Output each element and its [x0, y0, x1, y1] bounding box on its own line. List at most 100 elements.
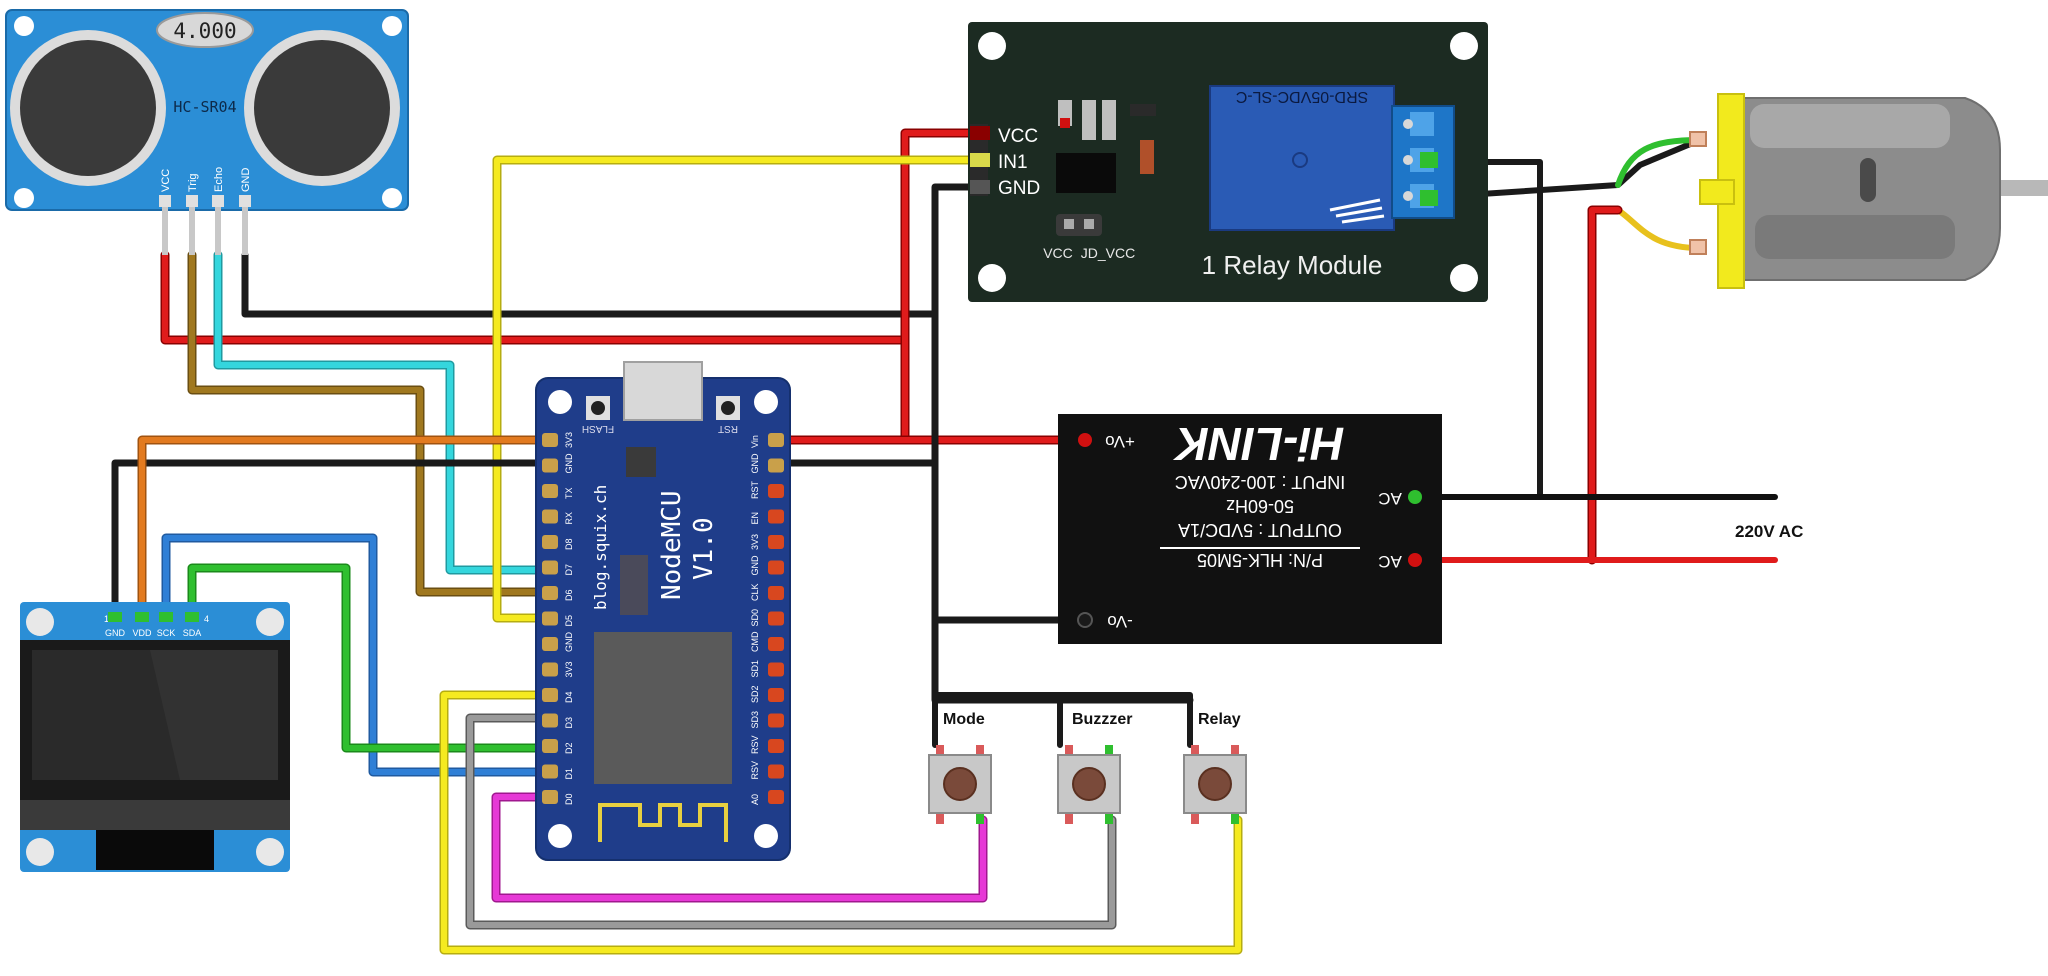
left-pin-label: RX	[564, 512, 574, 525]
wire-motor-yellow	[1615, 207, 1703, 251]
push-button-relay[interactable]: Relay	[1183, 711, 1247, 824]
oled-pin-pad	[135, 612, 149, 622]
pin-header	[542, 484, 558, 498]
sensor-pin-pad	[159, 195, 171, 207]
left-pin-label: 3V3	[564, 432, 574, 448]
pin-header	[768, 662, 784, 677]
pin-header	[768, 713, 784, 728]
button-cap[interactable]	[943, 767, 977, 801]
left-pin-label: D5	[564, 615, 574, 627]
psu-ac2: AC	[1378, 552, 1402, 571]
push-button-mode[interactable]: Mode	[928, 711, 992, 824]
sensor-model: HC-SR04	[173, 98, 236, 116]
wire-button-gnd-bus	[932, 692, 1193, 748]
push-button-label: Relay	[1198, 711, 1241, 728]
sensor-pin-leg	[242, 207, 248, 255]
pin-header	[542, 662, 558, 677]
pin-header	[542, 790, 558, 804]
right-pin-label: SD2	[750, 685, 760, 703]
sensor-pin-label: Trig	[187, 173, 199, 192]
nodemcu-site: blog.squix.ch	[591, 485, 610, 610]
esp-module	[594, 632, 732, 784]
left-pin-label: D0	[564, 793, 574, 805]
pin-header	[542, 433, 558, 447]
psu-vo-plus: +Vo	[1105, 432, 1135, 451]
mains-label: 220V AC	[1735, 522, 1803, 541]
relay-module: VCC JD_VCC SRD-05VDC-SL-C VCC IN1 GND 1 …	[968, 22, 1488, 302]
right-pin-label: GND	[750, 453, 760, 474]
psu-input: INPUT : 100-240VAC	[1175, 472, 1345, 492]
pin-header	[768, 509, 784, 524]
nodemcu-right-pins: VinGNDRSTEN3V3GNDCLKSD0CMDSD1SD2SD3RSVRS…	[750, 433, 784, 805]
psu-ac1: AC	[1378, 489, 1402, 508]
pin-header	[542, 586, 558, 600]
pin-header	[542, 611, 558, 626]
button-leg	[1065, 745, 1073, 757]
oled-pin-pad	[108, 612, 122, 622]
button-leg	[976, 745, 984, 757]
pin-header	[542, 739, 558, 753]
pin-header	[768, 535, 784, 549]
button-cap[interactable]	[1198, 767, 1232, 801]
button-leg	[1065, 812, 1073, 824]
crystal-label: 4.000	[173, 19, 236, 43]
left-pin-label: D6	[564, 589, 574, 601]
right-pin-label: CLK	[750, 583, 760, 601]
right-pin-label: SD3	[750, 711, 760, 729]
push-button-buzzzer[interactable]: Buzzzer	[1057, 711, 1132, 824]
sensor-pin-pad	[186, 195, 198, 207]
right-pin-label: A0	[750, 794, 760, 805]
pin-header	[768, 484, 784, 498]
pin-header	[768, 586, 784, 600]
oled-pin-first: 1	[104, 614, 109, 624]
right-pin-label: 3V3	[750, 534, 760, 550]
sensor-pin-label: Echo	[213, 167, 225, 192]
relay-part-label: SRD-05VDC-SL-C	[1236, 88, 1368, 105]
wire-motor-red	[1587, 205, 1623, 565]
button-leg	[936, 812, 944, 824]
relay-pin-gnd: GND	[998, 178, 1040, 199]
left-pin-label: TX	[564, 487, 574, 499]
pin-header	[542, 535, 558, 549]
left-pin-label: D7	[564, 564, 574, 576]
button-leg	[976, 812, 984, 824]
left-pin-label: 3V3	[564, 661, 574, 677]
relay-title: 1 Relay Module	[1202, 250, 1383, 280]
right-pin-label: SD1	[750, 660, 760, 678]
button-cap[interactable]	[1072, 767, 1106, 801]
button-leg	[1105, 745, 1113, 757]
pin-header	[768, 433, 784, 447]
pin-header	[542, 764, 558, 779]
right-pin-label: SD0	[750, 609, 760, 627]
usb-port	[623, 361, 703, 421]
pin-header	[542, 637, 558, 651]
pin-header	[542, 509, 558, 524]
psu-vo-minus: -Vo	[1107, 612, 1133, 631]
nodemcu-version: V1.0	[689, 517, 719, 580]
wire-sensor-vcc	[160, 250, 910, 345]
right-pin-label: RSV	[750, 761, 760, 780]
right-pin-label: RSV	[750, 735, 760, 754]
pin-header	[542, 688, 558, 702]
push-button-label: Mode	[943, 711, 985, 728]
rst-label: RST	[718, 423, 738, 434]
oled-pin-label: GND	[105, 628, 126, 638]
dc-motor	[1689, 93, 2048, 289]
nodemcu-name: NodeMCU	[657, 490, 687, 600]
sensor-pin-pad	[239, 195, 251, 207]
psu-output: OUTPUT : 5VDC/1A	[1178, 520, 1342, 540]
pin-header	[768, 688, 784, 702]
pin-header	[542, 458, 558, 473]
crystal	[156, 12, 254, 48]
pin-header	[768, 637, 784, 651]
pin-header	[768, 560, 784, 575]
pin-header	[768, 739, 784, 753]
pin-header	[768, 790, 784, 804]
pin-header	[768, 611, 784, 626]
relay-pin-in1: IN1	[998, 152, 1028, 173]
